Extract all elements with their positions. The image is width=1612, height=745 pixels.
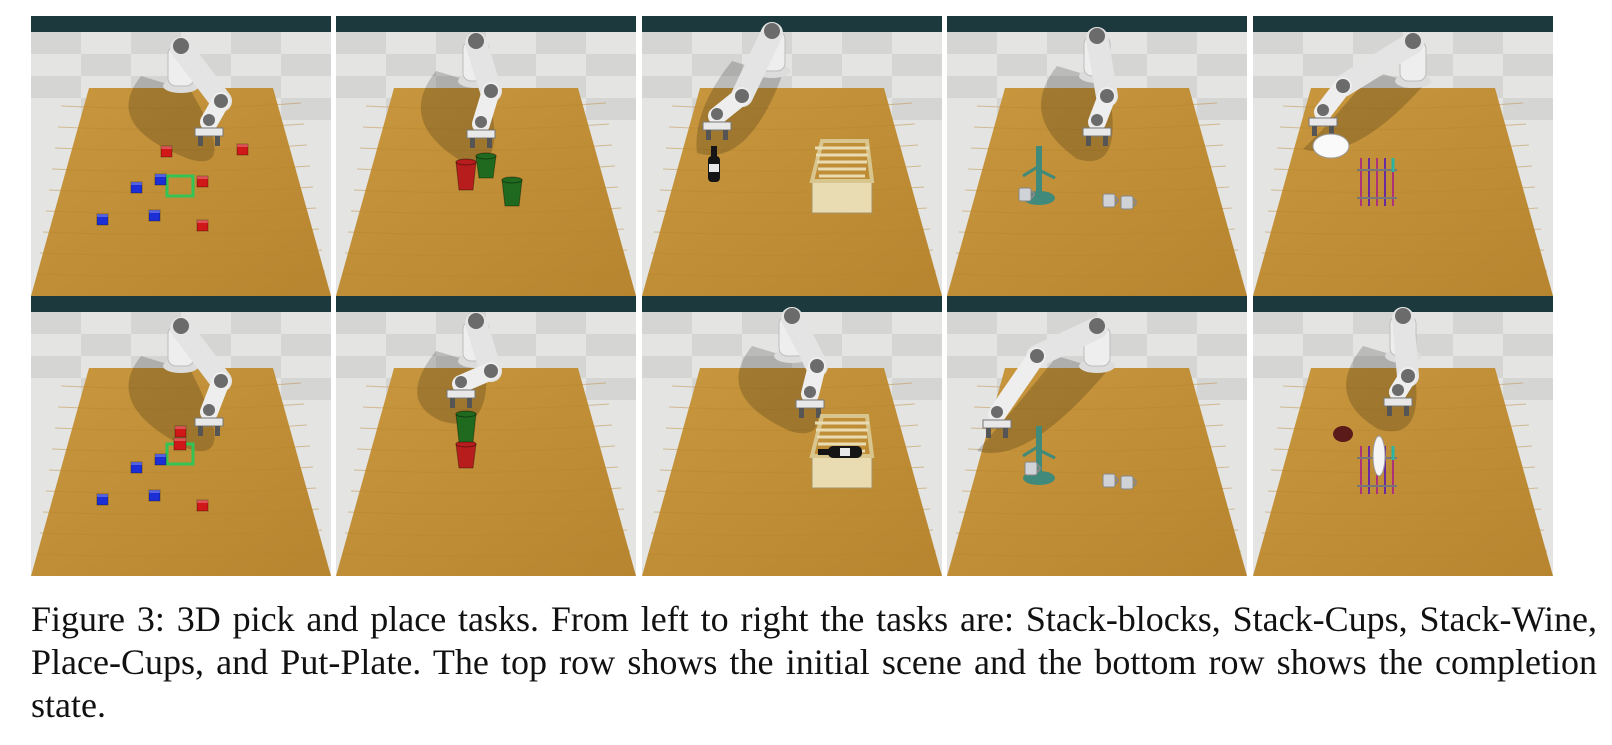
- scene-image: [1253, 16, 1553, 296]
- figure-caption: Figure 3: 3D pick and place tasks. From …: [31, 599, 1597, 725]
- scene-panel-stack-blocks-completion: [31, 296, 331, 576]
- scene-panel-stack-cups-initial: [336, 16, 636, 296]
- scene-panel-stack-cups-completion: [336, 296, 636, 576]
- scene-image: [642, 296, 942, 576]
- scene-image: [336, 16, 636, 296]
- scene-panel-put-plate-initial: [1253, 16, 1553, 296]
- figure-grid: [31, 16, 1591, 594]
- scene-panel-place-cups-completion: [947, 296, 1247, 576]
- scene-panel-stack-wine-completion: [642, 296, 942, 576]
- scene-panel-put-plate-completion: [1253, 296, 1553, 576]
- scene-panel-stack-blocks-initial: [31, 16, 331, 296]
- scene-image: [947, 296, 1247, 576]
- scene-image: [31, 16, 331, 296]
- scene-panel-stack-wine-initial: [642, 16, 942, 296]
- scene-image: [1253, 296, 1553, 576]
- scene-image: [947, 16, 1247, 296]
- scene-panel-place-cups-initial: [947, 16, 1247, 296]
- scene-image: [642, 16, 942, 296]
- scene-image: [336, 296, 636, 576]
- scene-image: [31, 296, 331, 576]
